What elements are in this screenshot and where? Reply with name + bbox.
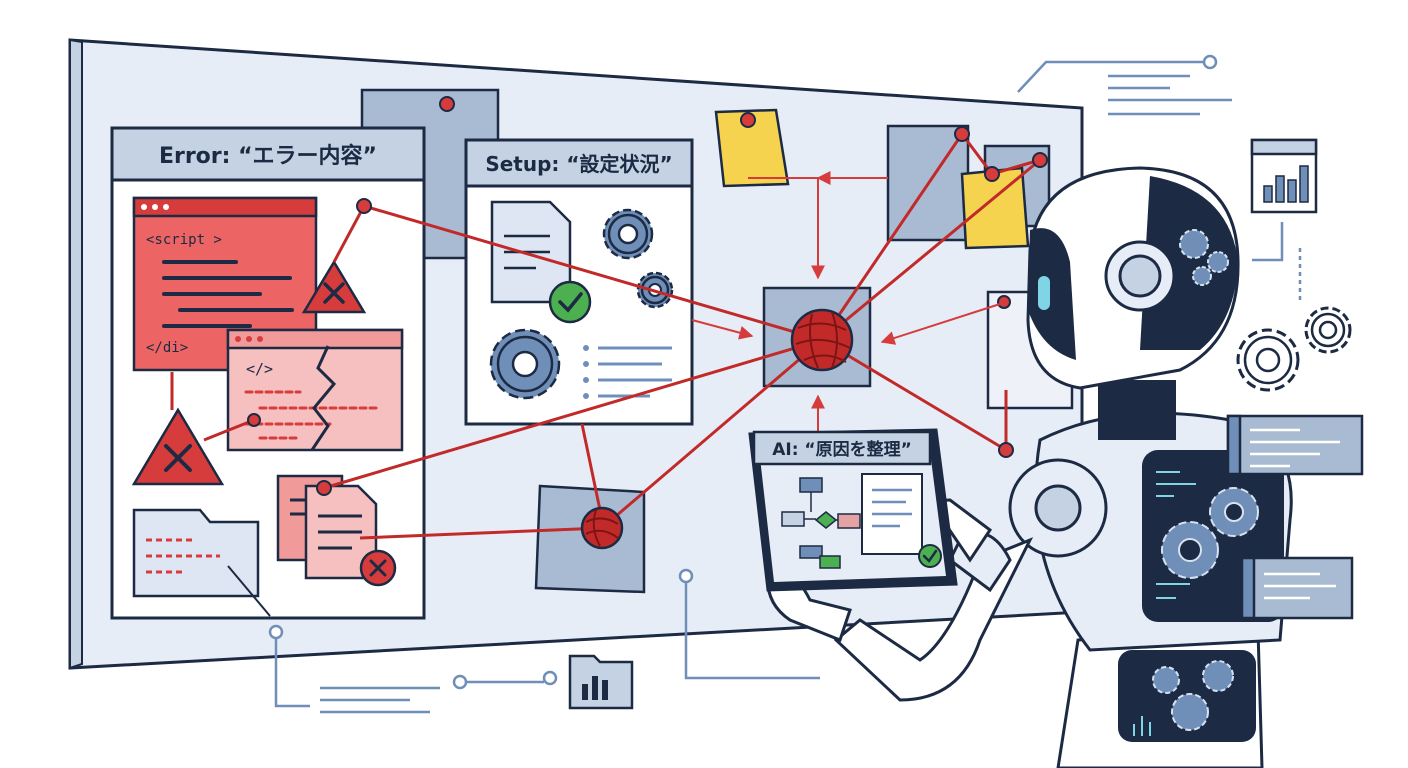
warning-icon-large: [131, 407, 225, 486]
yarn-ball-main: [790, 308, 854, 372]
gear-icon-robot-lower: [1152, 660, 1234, 731]
warning-icon-small: [301, 259, 367, 314]
document-ok-icon: [490, 200, 592, 324]
robot-eye: [1038, 276, 1050, 310]
flowchart-diagram: [781, 477, 861, 569]
code-tag-icon: </>: [246, 360, 273, 378]
gear-icon-float-2: [1304, 306, 1352, 354]
checklist-lines: [583, 345, 672, 399]
code-script-open: <script >: [146, 232, 222, 248]
folder-icon: [132, 508, 271, 617]
code-window-broken: </>: [226, 328, 404, 452]
decor-lines-top-right: [1017, 54, 1232, 116]
flow-arrows: [691, 171, 1001, 436]
folder-chart-icon: [568, 654, 634, 710]
setup-panel: Setup: “設定状況”: [464, 138, 694, 426]
sticky-note-yellow: [714, 108, 790, 188]
tablet: AI: “原因を整理”: [748, 428, 958, 592]
decor-connector-right: [1252, 222, 1302, 300]
bottom-connectors: [268, 568, 820, 714]
code-div-close: </di>: [146, 340, 188, 356]
code-window-float-1: [1226, 414, 1364, 476]
yarn-ball-small: [580, 506, 624, 550]
gear-icon-robot-chest: [1161, 487, 1259, 579]
chart-window-icon: [1250, 138, 1318, 214]
tablet-title: AI: “原因を整理”: [772, 439, 912, 460]
error-panel-title: Error: “エラー内容”: [159, 143, 377, 169]
crack-line: [310, 345, 337, 451]
setup-panel-title: Setup: “設定状況”: [485, 152, 672, 176]
document-error-stack: [276, 474, 397, 587]
gear-icon-setup-3: [489, 328, 561, 400]
code-window-float-2: [1240, 556, 1354, 620]
gear-icon-robot-head: [1179, 229, 1229, 286]
red-string-links: [170, 133, 1041, 540]
string-pins: [247, 126, 1048, 496]
error-panel: Error: “エラー内容” <script > </di> </>: [110, 126, 426, 620]
gear-icon-setup-1: [602, 208, 654, 260]
gear-icon-float-1: [1236, 328, 1300, 392]
tablet-notes-card: [861, 473, 942, 568]
